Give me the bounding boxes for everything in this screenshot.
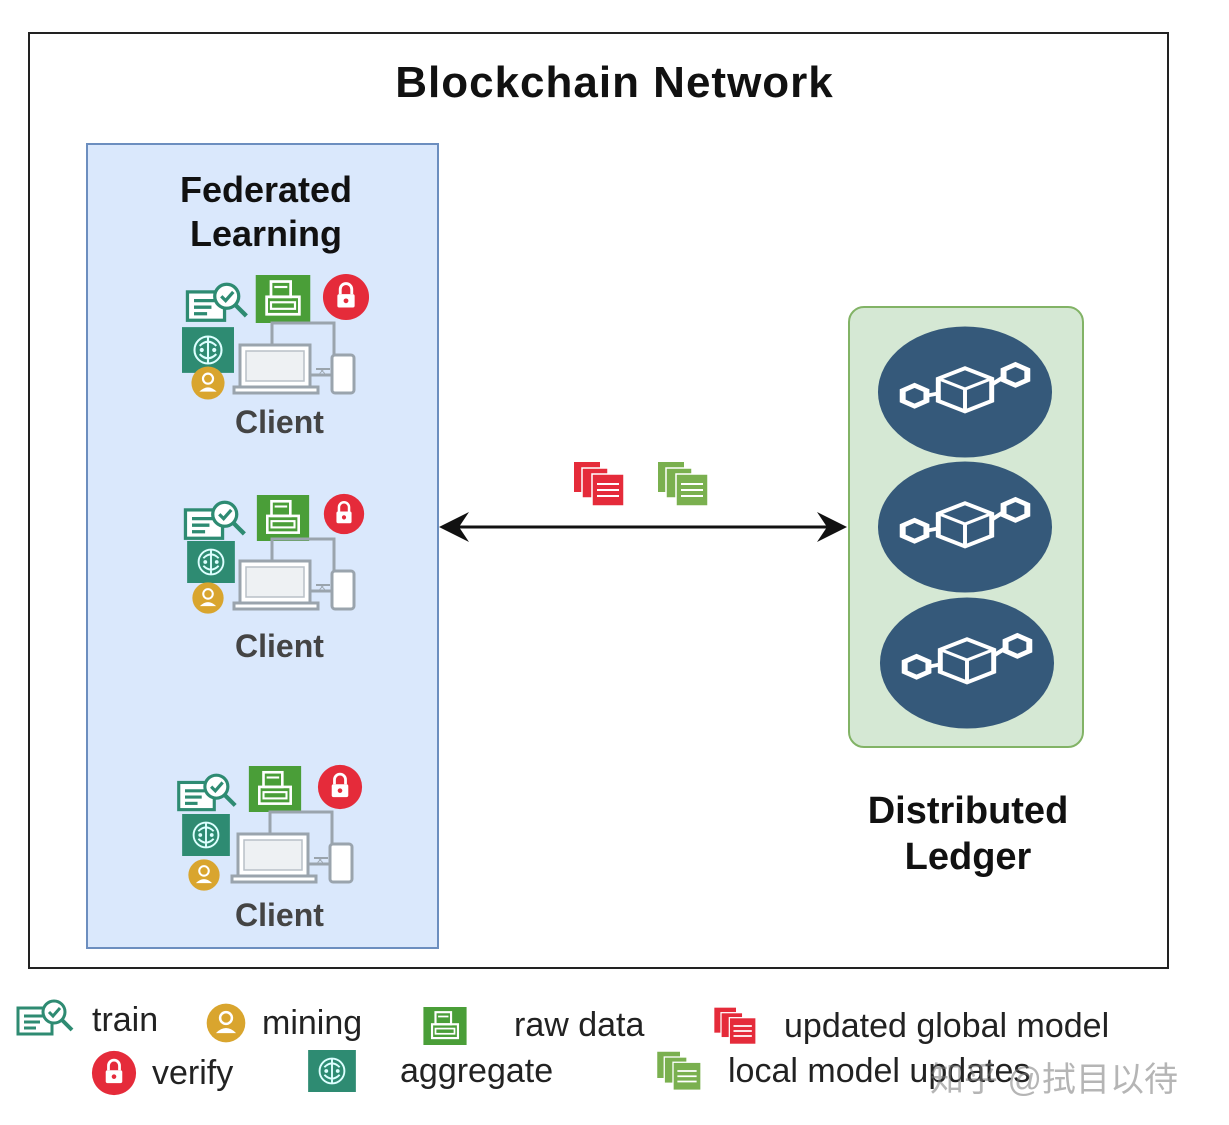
- legend-raw-data: raw data: [422, 1006, 644, 1045]
- legend-updated-global-model-label: updated global model: [784, 1006, 1110, 1045]
- legend-aggregate-label: aggregate: [400, 1051, 554, 1090]
- local-model-updates-icon: [656, 460, 712, 508]
- mining-icon: [202, 1002, 250, 1044]
- ledger-label-line2: Ledger: [904, 836, 1032, 878]
- legend-mining-label: mining: [262, 1003, 363, 1042]
- legend-train: train: [14, 998, 158, 1042]
- mining-icon: [180, 858, 228, 892]
- devices-icon: [230, 810, 360, 890]
- legend-verify: verify: [84, 1050, 233, 1096]
- raw-data-icon: [254, 275, 312, 323]
- legend-updated-global-model: updated global model: [708, 1006, 1109, 1046]
- legend-local-model-updates-label: local model updates: [728, 1051, 1031, 1090]
- blockchain-network-frame: [28, 32, 1169, 969]
- updated-global-model-icon: [708, 1006, 764, 1046]
- verify-icon: [310, 764, 370, 810]
- aggregate-icon: [304, 1050, 360, 1092]
- blockchain-node-icon: [876, 325, 1054, 459]
- devices-icon: [232, 321, 362, 401]
- aggregate-icon: [184, 541, 238, 583]
- raw-data-icon: [246, 766, 304, 812]
- distributed-ledger-label: Distributed Ledger: [818, 788, 1118, 880]
- local-model-updates-icon: [650, 1050, 710, 1092]
- mining-icon: [184, 365, 232, 401]
- mining-icon: [184, 581, 232, 615]
- legend-verify-label: verify: [152, 1053, 234, 1092]
- client-label: Client: [235, 897, 324, 933]
- ledger-label-line1: Distributed: [867, 790, 1069, 832]
- verify-icon: [316, 273, 376, 321]
- federated-learning-title-line2: Learning: [189, 213, 342, 254]
- raw-data-icon: [422, 1007, 468, 1045]
- legend-local-model-updates: local model updates: [650, 1050, 1030, 1092]
- legend-aggregate: aggregate: [304, 1050, 553, 1092]
- bidirectional-arrow: [439, 512, 847, 542]
- federated-learning-title: Federated Learning: [86, 168, 446, 256]
- verify-icon: [84, 1050, 144, 1096]
- devices-icon: [232, 537, 362, 617]
- watermark: 知乎 @拭目以待: [930, 1061, 1178, 1099]
- blockchain-node-icon: [876, 460, 1054, 594]
- aggregate-icon: [180, 814, 232, 856]
- legend-train-label: train: [92, 1000, 159, 1039]
- federated-learning-title-line1: Federated: [179, 169, 353, 210]
- blockchain-node-icon: [878, 596, 1056, 730]
- train-icon: [14, 998, 78, 1042]
- legend-raw-data-label: raw data: [514, 1006, 645, 1044]
- verify-icon: [318, 493, 370, 535]
- diagram-title: Blockchain Network: [395, 58, 834, 107]
- client-label: Client: [235, 404, 324, 440]
- updated-global-model-icon: [572, 460, 628, 508]
- raw-data-icon: [254, 495, 312, 541]
- client-label: Client: [235, 628, 324, 664]
- legend-mining: mining: [202, 1002, 362, 1044]
